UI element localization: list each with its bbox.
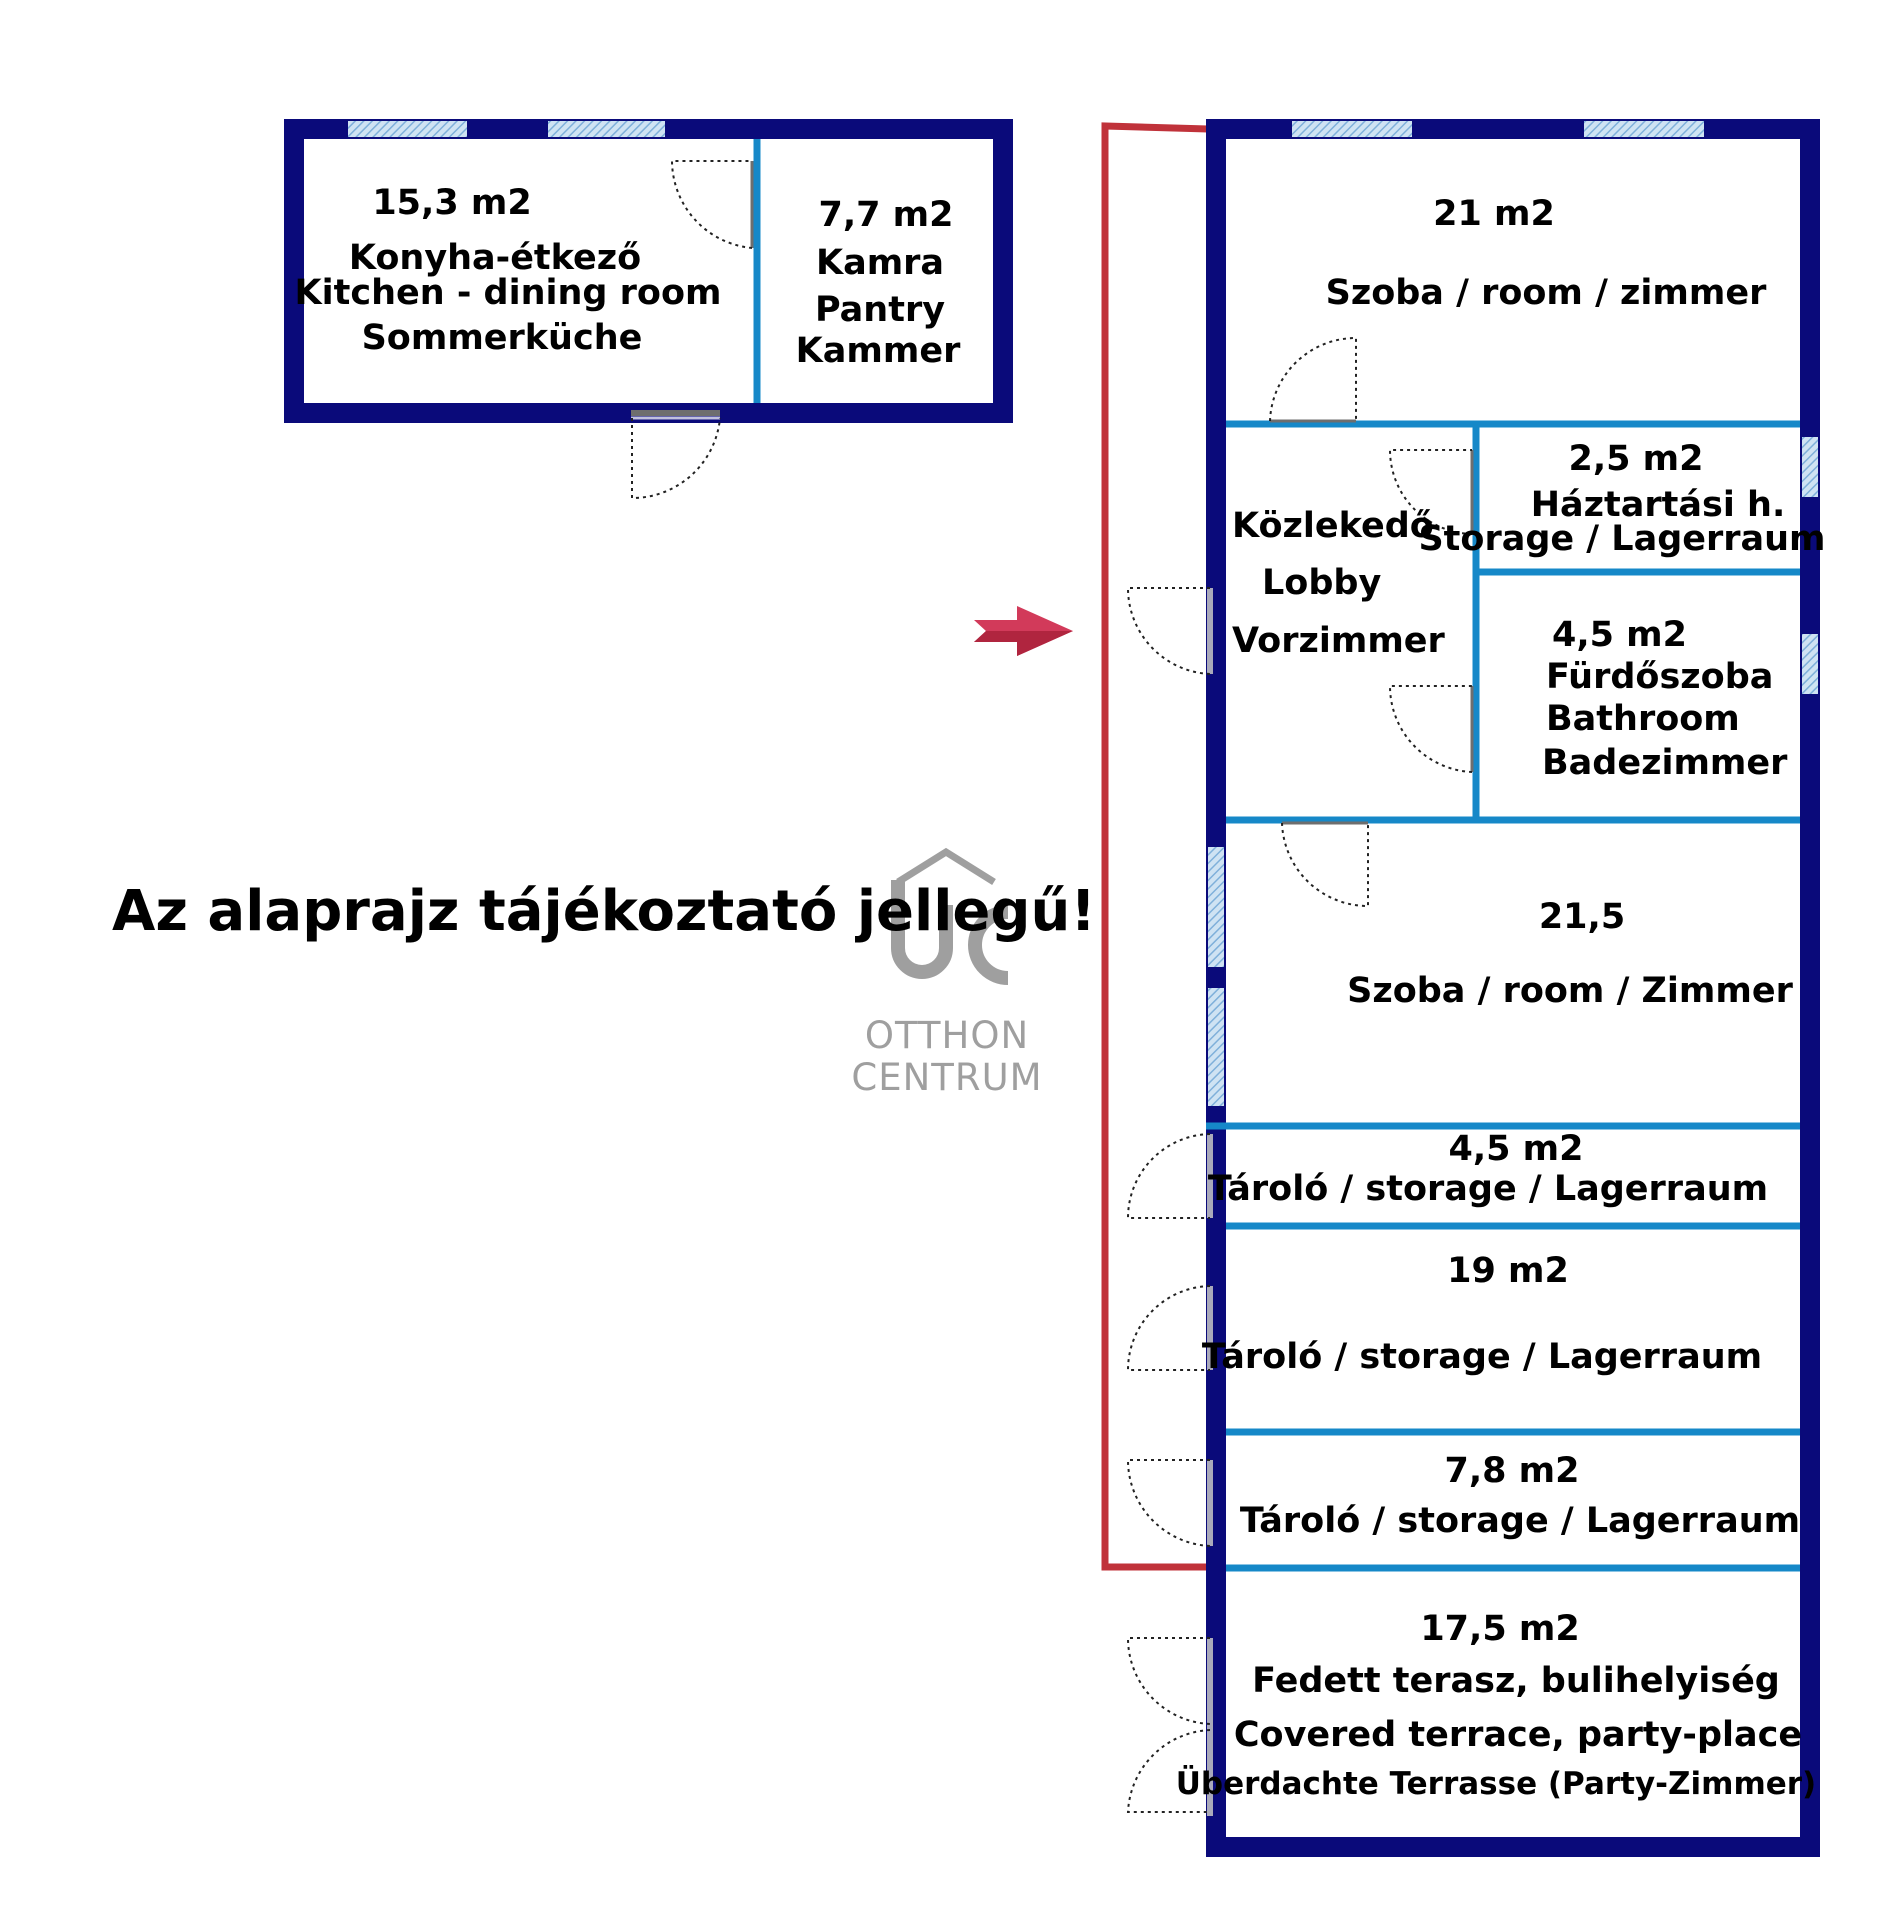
house-entrance-door[interactable] <box>1126 587 1213 675</box>
storage2-name: Tároló / storage / Lagerraum <box>1202 1337 1762 1377</box>
storage3-name: Tároló / storage / Lagerraum <box>1240 1501 1800 1541</box>
bathroom-name-en: Bathroom <box>1546 699 1740 739</box>
kitchen-name-en: Kitchen - dining room <box>294 273 721 313</box>
bathroom-name-de: Badezimmer <box>1542 743 1788 783</box>
household-door[interactable] <box>1388 449 1474 535</box>
house-window-right-2 <box>1802 634 1818 694</box>
household-name-hu: Háztartási h. <box>1531 485 1785 525</box>
outbuilding: 15,3 m2 Konyha-étkező Kitchen - dining r… <box>284 119 1013 500</box>
storage3-door[interactable] <box>1126 1459 1213 1547</box>
storage1-area: 4,5 m2 <box>1448 1129 1583 1169</box>
pantry-name-de: Kammer <box>796 331 961 371</box>
outbuilding-entrance-door[interactable] <box>631 410 721 500</box>
terrace-double-door[interactable] <box>1126 1637 1213 1816</box>
house-window-left-2 <box>1208 988 1224 1106</box>
pantry-name-en: Pantry <box>815 290 945 330</box>
terrace-name-de: Überdachte Terrasse (Party-Zimmer) <box>1176 1765 1816 1802</box>
outbuilding-window-2 <box>548 121 665 137</box>
outbuilding-window-1 <box>348 121 467 137</box>
porch-outline <box>1101 122 1209 1571</box>
pantry-door[interactable] <box>670 160 754 249</box>
house-window-left-1 <box>1208 847 1224 967</box>
kitchen-name-hu: Konyha-étkező <box>349 238 641 278</box>
kitchen-area: 15,3 m2 <box>372 183 531 223</box>
room2-area: 21,5 <box>1539 897 1625 937</box>
lobby-name-de: Vorzimmer <box>1232 621 1446 661</box>
household-area: 2,5 m2 <box>1568 439 1703 479</box>
house-window-top-1 <box>1292 121 1412 137</box>
storage2-door[interactable] <box>1126 1285 1213 1371</box>
lobby-name-en: Lobby <box>1262 563 1381 603</box>
bathroom-name-hu: Fürdőszoba <box>1546 657 1773 697</box>
room1-area: 21 m2 <box>1433 194 1555 234</box>
otthon-centrum-logo: OTTHON CENTRUM <box>851 847 1042 1099</box>
terrace-area: 17,5 m2 <box>1420 1609 1579 1649</box>
room2-name: Szoba / room / Zimmer <box>1347 971 1793 1011</box>
storage1-door[interactable] <box>1126 1133 1213 1219</box>
main-house: 21 m2 Szoba / room / zimmer Közlekedő Lo… <box>1126 119 1826 1857</box>
room2-door[interactable] <box>1281 821 1369 908</box>
house-window-top-2 <box>1584 121 1704 137</box>
kitchen-name-de: Sommerküche <box>362 318 643 358</box>
storage1-name: Tároló / storage / Lagerraum <box>1208 1169 1768 1209</box>
logo-line-1: OTTHON <box>865 1014 1029 1057</box>
house-window-right-1 <box>1802 437 1818 497</box>
pantry-area: 7,7 m2 <box>818 195 953 235</box>
logo-line-2: CENTRUM <box>851 1056 1042 1099</box>
bathroom-door[interactable] <box>1388 685 1474 773</box>
entrance-arrow <box>974 606 1073 656</box>
pantry-name-hu: Kamra <box>816 243 944 283</box>
terrace-name-en: Covered terrace, party-place <box>1234 1715 1802 1755</box>
lobby-name-hu: Közlekedő <box>1232 506 1434 546</box>
room1-name: Szoba / room / zimmer <box>1326 273 1767 313</box>
storage3-area: 7,8 m2 <box>1444 1451 1579 1491</box>
terrace-name-hu: Fedett terasz, bulihelyiség <box>1252 1661 1780 1701</box>
bathroom-area: 4,5 m2 <box>1552 615 1687 655</box>
room1-door[interactable] <box>1269 336 1357 423</box>
disclaimer-notice: Az alaprajz tájékoztató jellegű! <box>112 879 1096 944</box>
household-name-en-de: Storage / Lagerraum <box>1418 519 1825 559</box>
storage2-area: 19 m2 <box>1447 1251 1569 1291</box>
